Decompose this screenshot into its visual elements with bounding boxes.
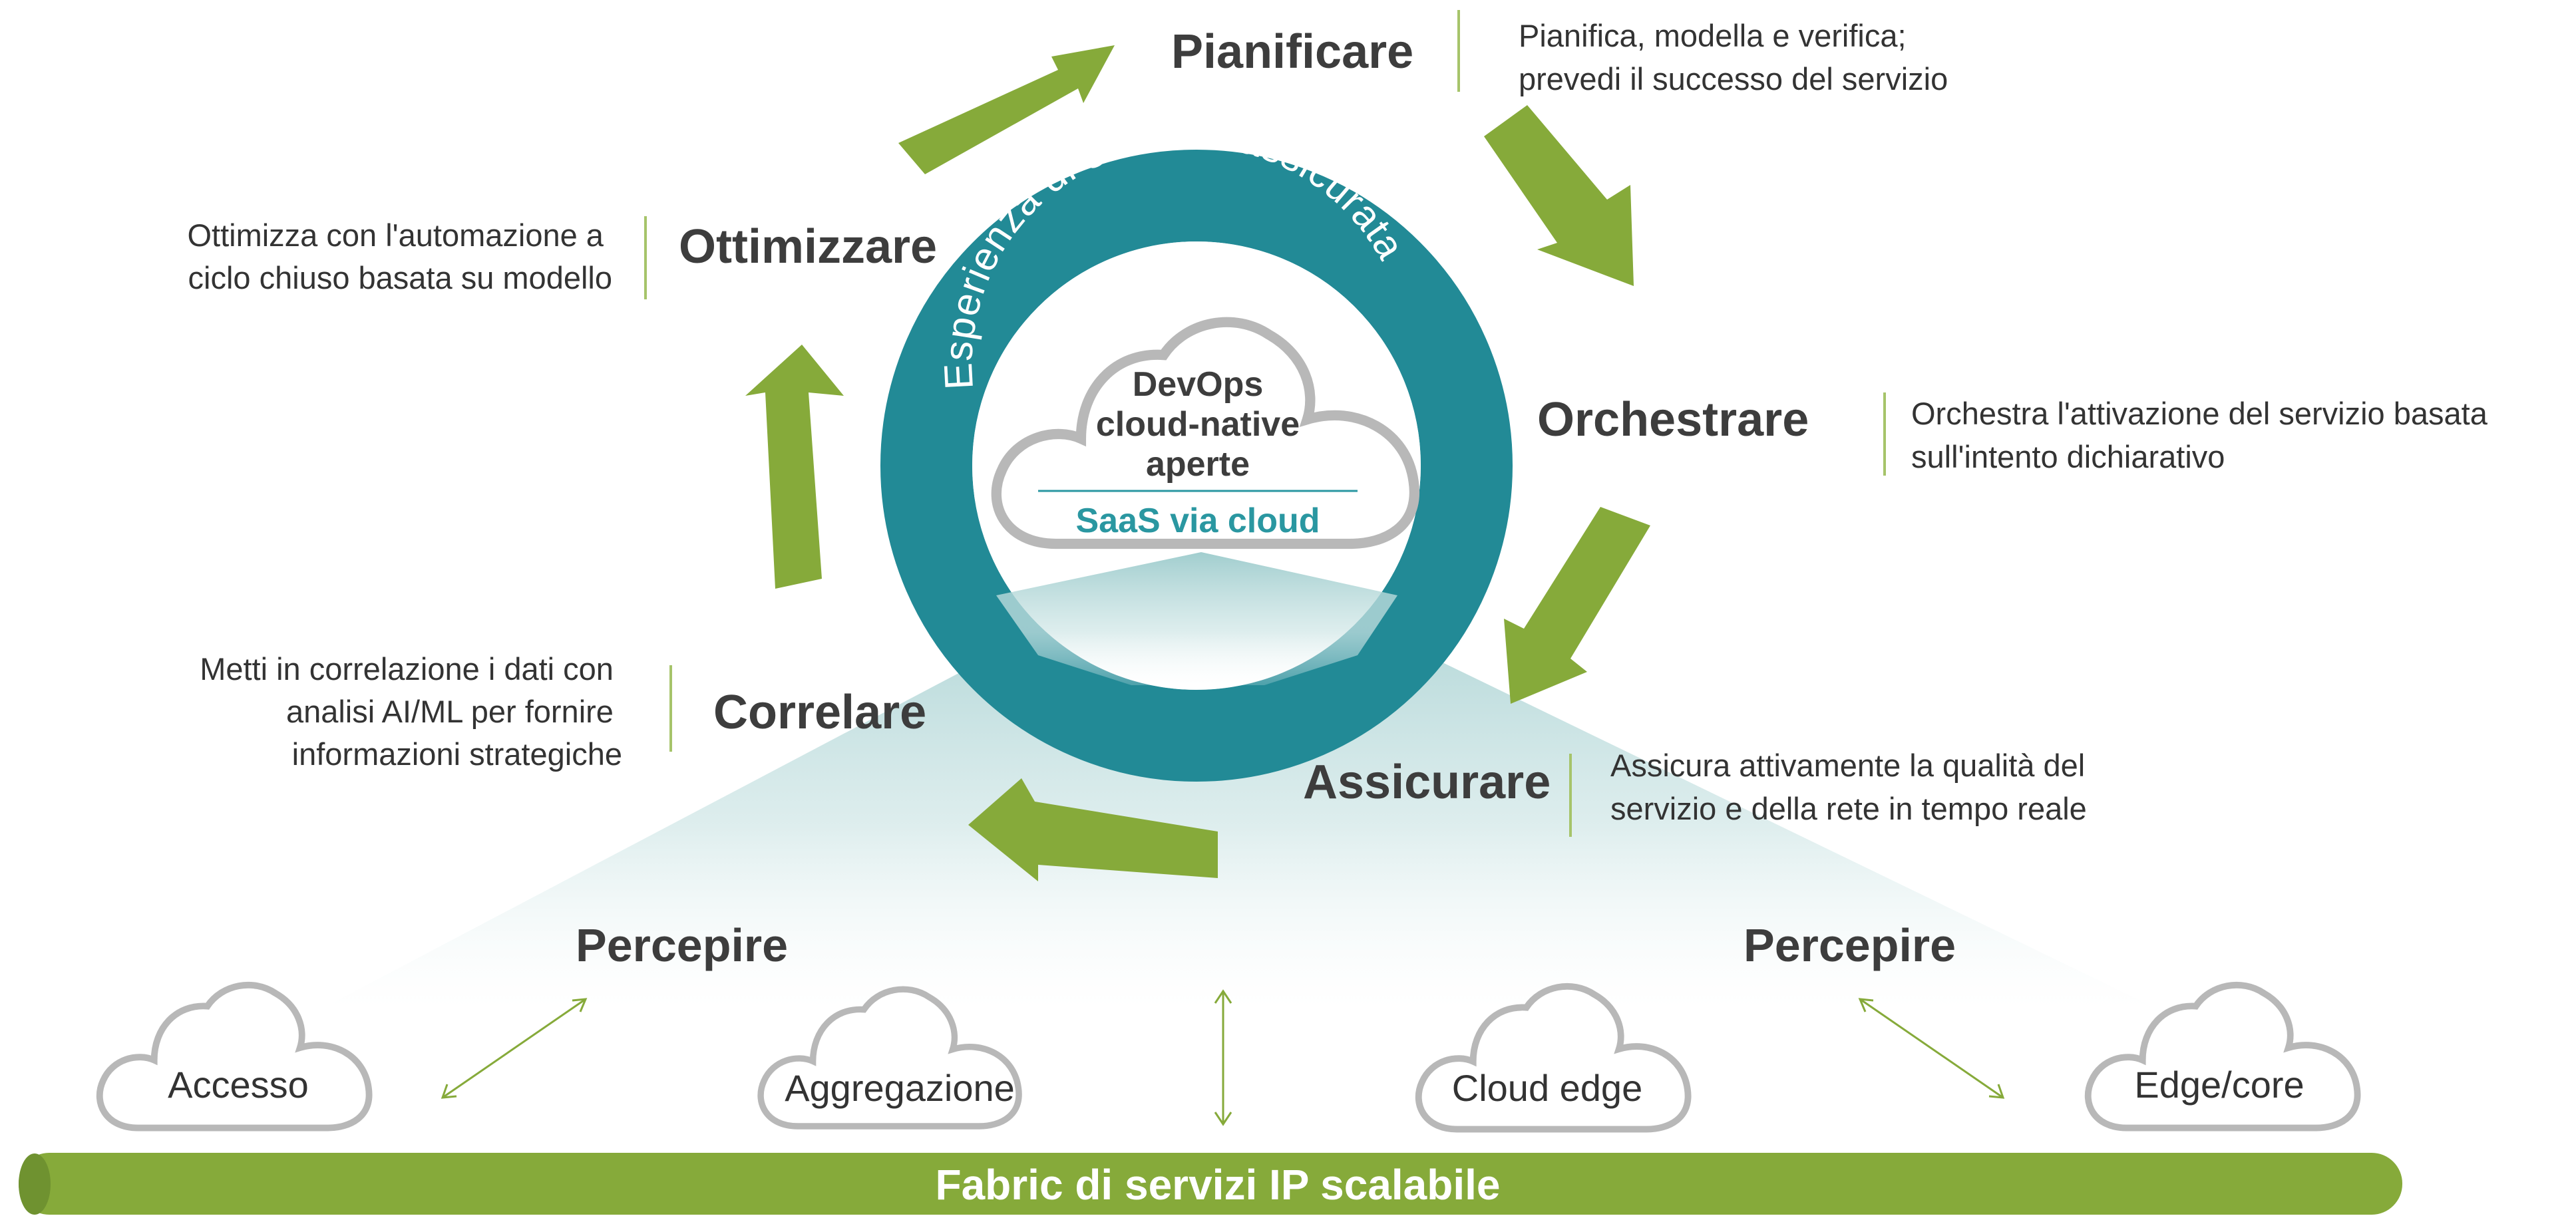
center-title-line3: aperte: [1146, 445, 1250, 484]
arrow-correlate-to-optimize: [745, 345, 844, 589]
saas-label: SaaS via cloud: [1075, 502, 1320, 540]
center-title-line1: DevOps: [1133, 365, 1264, 404]
node-label-aggregazione: Aggregazione: [785, 1067, 1015, 1109]
stage-label-orchestrare: Orchestrare: [1537, 393, 1809, 446]
node-label-accesso: Accesso: [168, 1064, 309, 1106]
center-title-line2: cloud-native: [1096, 405, 1300, 444]
arrow-orchestrate-to-assure: [1504, 507, 1650, 704]
arrow-optimize-to-plan: [898, 45, 1115, 174]
node-label-cloud-edge: Cloud edge: [1452, 1067, 1642, 1109]
desc-correlare: Metti in correlazione i dati con analisi…: [200, 651, 622, 772]
stage-label-ottimizzare: Ottimizzare: [679, 220, 937, 273]
node-label-edge-core: Edge/core: [2134, 1064, 2304, 1106]
desc-assicurare: Assicura attivamente la qualità del serv…: [1610, 748, 2094, 826]
desc-pianificare: Pianifica, modella e verifica; prevedi i…: [1519, 18, 1948, 96]
sense-label-left: Percepire: [576, 919, 788, 971]
arrow-plan-to-orchestrate: [1484, 105, 1634, 286]
sense-arrow-center: [1214, 989, 1232, 1126]
fabric-label: Fabric di servizi IP scalabile: [935, 1161, 1500, 1209]
assured-experience-ring: [880, 150, 1513, 782]
desc-ottimizzare: Ottimizza con l'automazione a ciclo chiu…: [187, 218, 612, 295]
sense-label-right: Percepire: [1744, 919, 1956, 971]
stage-label-pianificare: Pianificare: [1171, 25, 1413, 78]
sense-arrow-right: [1858, 998, 2005, 1099]
fabric-bar: [19, 1153, 2402, 1215]
desc-orchestrare: Orchestra l'attivazione del servizio bas…: [1911, 396, 2496, 474]
stage-label-correlare: Correlare: [713, 686, 926, 739]
stage-label-assicurare: Assicurare: [1303, 756, 1551, 809]
inner-tent: [996, 552, 1397, 685]
arrow-assure-to-correlate: [968, 778, 1218, 881]
sense-arrow-left: [441, 998, 588, 1099]
fabric-bar-end-shade: [19, 1153, 51, 1215]
